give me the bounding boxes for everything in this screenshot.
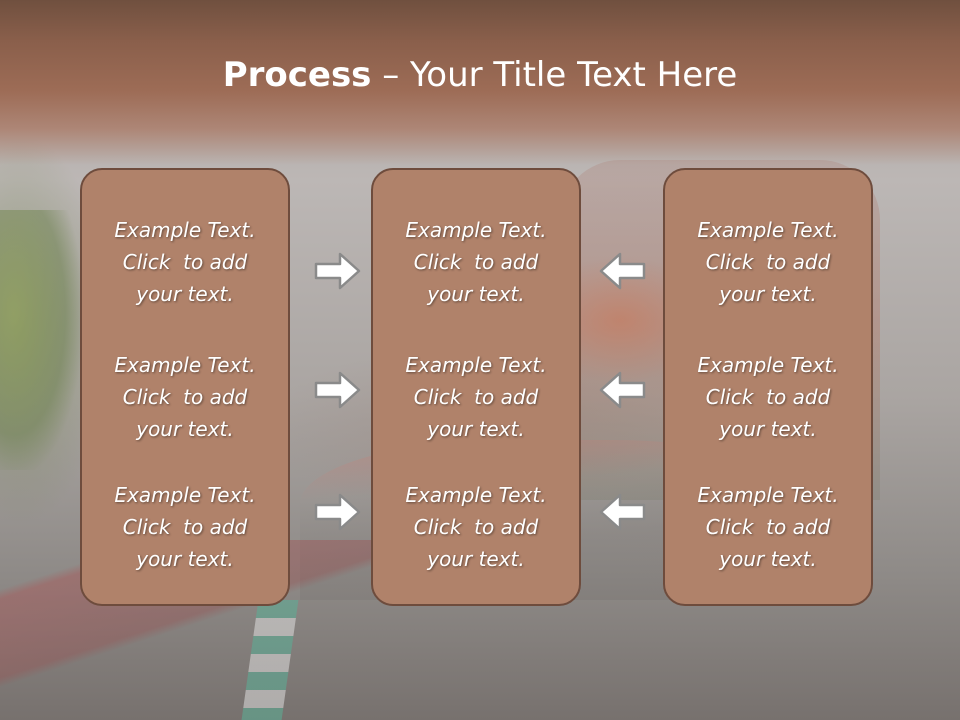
text-placeholder[interactable]: Example Text. Click to add your text.	[82, 214, 288, 310]
title-rest: – Your Title Text Here	[371, 55, 738, 95]
text-line: your text.	[427, 547, 525, 571]
text-line: Click to add	[413, 515, 539, 539]
process-box-center[interactable]: Example Text. Click to add your text. Ex…	[371, 168, 581, 606]
text-line: Example Text.	[114, 353, 256, 377]
text-placeholder[interactable]: Example Text. Click to add your text.	[82, 479, 288, 575]
title-bar	[0, 0, 960, 165]
text-line: your text.	[427, 282, 525, 306]
text-placeholder[interactable]: Example Text. Click to add your text.	[665, 349, 871, 445]
text-line: Example Text.	[114, 218, 256, 242]
arrow-left-icon[interactable]	[598, 492, 646, 532]
text-line: your text.	[427, 417, 525, 441]
arrow-right-icon[interactable]	[314, 251, 362, 291]
arrow-right-icon[interactable]	[314, 492, 362, 532]
text-line: Example Text.	[405, 218, 547, 242]
text-line: Example Text.	[697, 483, 839, 507]
text-line: your text.	[136, 547, 234, 571]
text-placeholder[interactable]: Example Text. Click to add your text.	[373, 214, 579, 310]
text-line: your text.	[136, 417, 234, 441]
text-line: Click to add	[122, 250, 248, 274]
text-line: your text.	[719, 417, 817, 441]
text-placeholder[interactable]: Example Text. Click to add your text.	[82, 349, 288, 445]
text-line: your text.	[719, 282, 817, 306]
text-placeholder[interactable]: Example Text. Click to add your text.	[373, 479, 579, 575]
text-line: Click to add	[705, 385, 831, 409]
process-box-right[interactable]: Example Text. Click to add your text. Ex…	[663, 168, 873, 606]
text-line: Click to add	[122, 515, 248, 539]
text-line: Click to add	[413, 385, 539, 409]
text-line: Example Text.	[697, 218, 839, 242]
text-line: Example Text.	[405, 483, 547, 507]
slide-title[interactable]: Process – Your Title Text Here	[0, 54, 960, 96]
text-placeholder[interactable]: Example Text. Click to add your text.	[665, 214, 871, 310]
arrow-right-icon[interactable]	[314, 370, 362, 410]
text-placeholder[interactable]: Example Text. Click to add your text.	[665, 479, 871, 575]
process-box-left[interactable]: Example Text. Click to add your text. Ex…	[80, 168, 290, 606]
text-line: Click to add	[705, 515, 831, 539]
text-line: Example Text.	[114, 483, 256, 507]
text-line: Click to add	[705, 250, 831, 274]
text-line: your text.	[136, 282, 234, 306]
text-line: Example Text.	[697, 353, 839, 377]
title-bold: Process	[222, 55, 372, 95]
text-line: Click to add	[413, 250, 539, 274]
text-line: your text.	[719, 547, 817, 571]
background-tree	[0, 210, 80, 470]
arrow-left-icon[interactable]	[598, 370, 646, 410]
arrow-left-icon[interactable]	[598, 251, 646, 291]
text-placeholder[interactable]: Example Text. Click to add your text.	[373, 349, 579, 445]
text-line: Click to add	[122, 385, 248, 409]
text-line: Example Text.	[405, 353, 547, 377]
